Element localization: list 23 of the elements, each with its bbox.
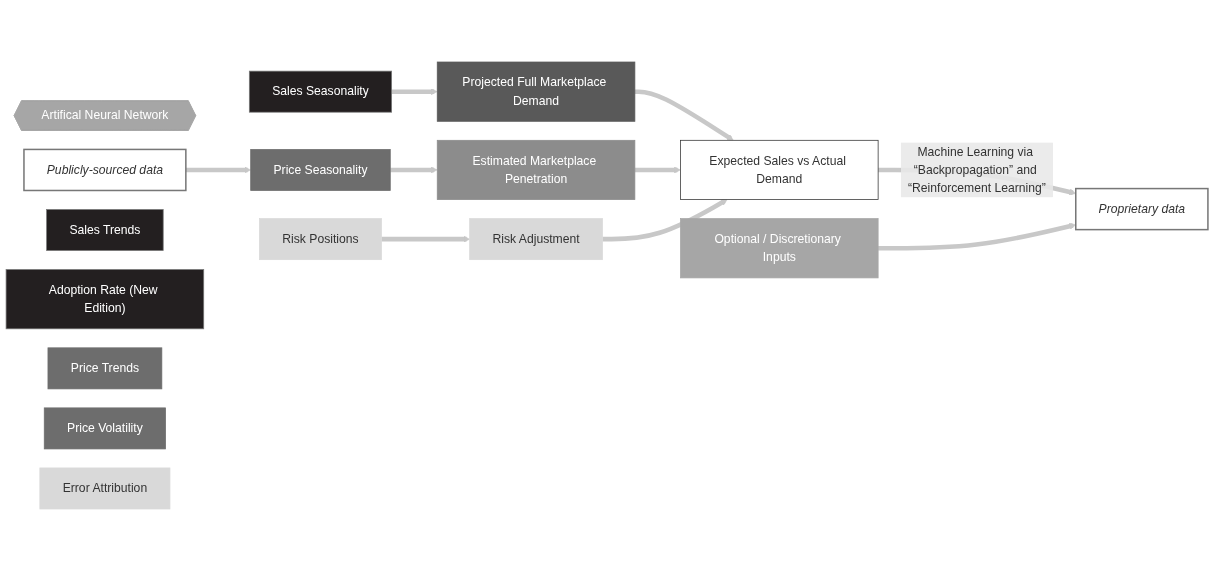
arrow [391,88,438,95]
node-box: Publicly-sourced data [23,148,187,192]
node-box: Sales Seasonality [248,70,392,113]
arrow [390,166,438,174]
node-box: Risk Adjustment [469,218,603,261]
node-box: Estimated Marketplace Penetration [436,139,636,200]
node-box: Price Trends [47,347,163,390]
node-box: Error Attribution [39,467,171,510]
arrow [381,235,470,243]
node-box: Expected Sales vs Actual Demand [680,139,879,200]
node-box: Risk Positions [259,218,382,261]
node-box: Projected Full Marketplace Demand [436,61,636,122]
node-box: Price Seasonality [250,149,391,191]
arrow [634,89,734,141]
arrow [185,166,251,174]
arrow [634,166,681,174]
arrow [602,199,728,242]
node-box: Price Volatility [43,407,166,450]
node-box: Sales Trends [46,209,164,251]
node-box: Proprietary data [1075,187,1209,231]
edge-label: Machine Learning via “Backpropagation” and “Reinforcement Learning” [907,144,1046,195]
node-box: Optional / Discretionary Inputs [680,218,879,279]
node-box: Adoption Rate (New Edition) [5,269,205,330]
